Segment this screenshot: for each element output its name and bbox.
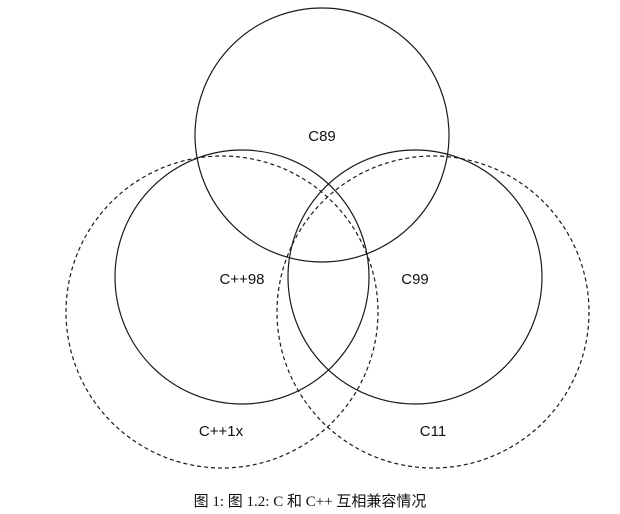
circle-c99 bbox=[287, 149, 543, 405]
circle-c11 bbox=[276, 155, 590, 469]
figure-caption: 图 1: 图 1.2: C 和 C++ 互相兼容情况 bbox=[193, 494, 427, 510]
label-c89: C89 bbox=[308, 128, 336, 145]
circle-cpp1x bbox=[65, 155, 379, 469]
label-c99: C99 bbox=[401, 271, 429, 288]
circle-cpp98 bbox=[114, 149, 370, 405]
label-cpp1x: C++1x bbox=[199, 423, 244, 440]
label-cpp98: C++98 bbox=[219, 271, 264, 288]
label-c11: C11 bbox=[420, 423, 446, 440]
circle-c89 bbox=[194, 7, 450, 263]
